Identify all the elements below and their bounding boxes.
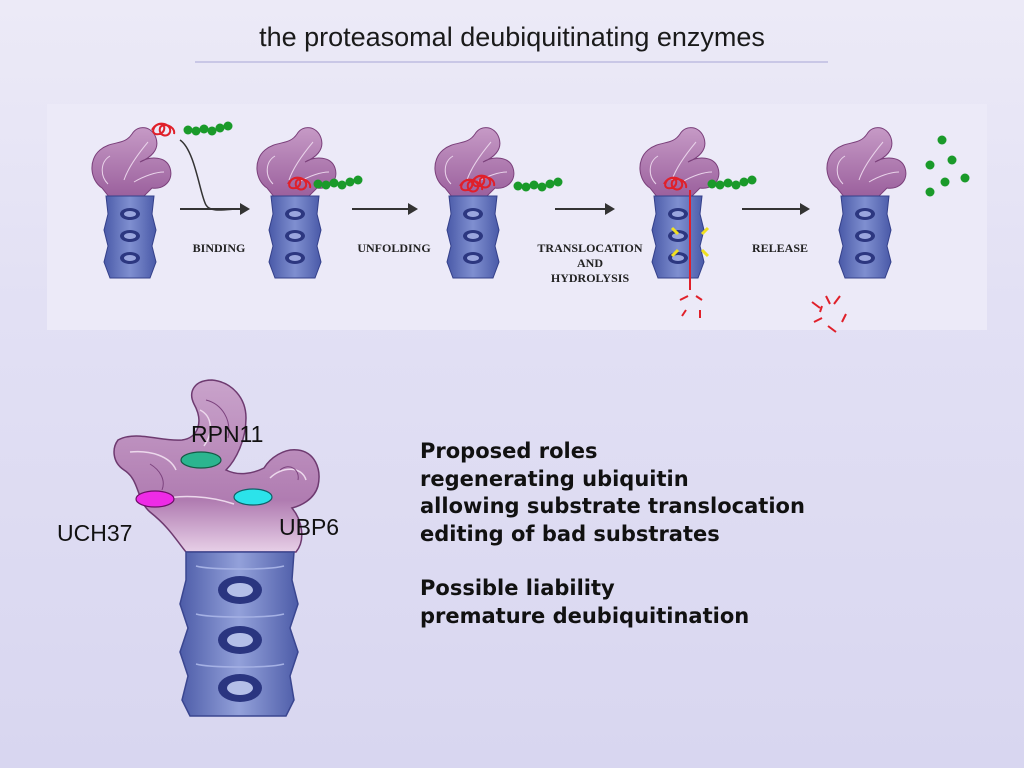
- step-translocation-label: TRANSLOCATION AND HYDROLYSIS: [520, 241, 660, 286]
- substrate-4: [663, 175, 757, 318]
- role-item: allowing substrate translocation: [420, 494, 805, 518]
- slide-title: the proteasomal deubiquitinating enzymes: [259, 22, 765, 52]
- rpn11-label: RPN11: [191, 421, 264, 447]
- possible-liability-heading: Possible liability: [420, 576, 615, 600]
- role-item: editing of bad substrates: [420, 521, 720, 546]
- title-divider: [195, 61, 828, 63]
- regulatory-cap: [113, 379, 320, 553]
- core-particle: [179, 551, 299, 717]
- ubp6-site: [233, 488, 273, 506]
- step-binding-label: BINDING: [192, 241, 246, 255]
- arrowhead-1: [240, 203, 250, 215]
- arrowhead-2: [408, 203, 418, 215]
- arrowhead-4: [800, 203, 810, 215]
- uch37-site: [135, 490, 175, 508]
- proposed-roles-heading: Proposed roles: [420, 439, 598, 463]
- liability-item: premature deubiquitination: [420, 603, 750, 628]
- rpn11-site: [180, 451, 222, 469]
- uch37-label: UCH37: [57, 520, 133, 546]
- role-item: regenerating ubiquitin: [420, 466, 689, 491]
- arrowhead-3: [605, 203, 615, 215]
- process-panel: [47, 104, 987, 330]
- step-translocation-line2: AND: [577, 256, 603, 270]
- step-translocation-line1: TRANSLOCATION: [537, 241, 643, 255]
- spacer: [420, 548, 805, 575]
- roles-text-block: Proposed roles regenerating ubiquitin al…: [420, 438, 805, 630]
- step-release-label: RELEASE: [751, 241, 809, 255]
- step-translocation-line3: HYDROLYSIS: [550, 271, 630, 285]
- released-peptides: [811, 295, 847, 333]
- step-unfolding-label: UNFOLDING: [357, 241, 431, 255]
- released-ubiquitin: [925, 135, 970, 197]
- ubp6-label: UBP6: [279, 514, 340, 540]
